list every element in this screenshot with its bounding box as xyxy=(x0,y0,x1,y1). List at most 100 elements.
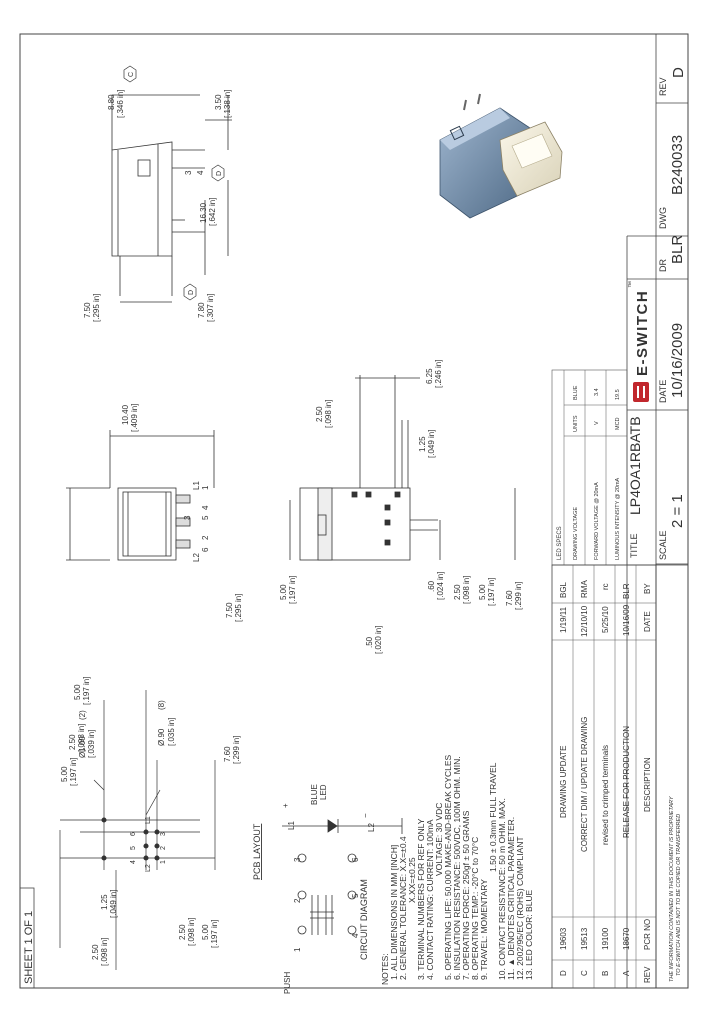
by-cell: BGL xyxy=(559,581,568,598)
pcb-pin-label: 1 xyxy=(160,860,167,864)
top-dim: [.409 in] xyxy=(130,404,139,432)
circuit-pin-label: 5 xyxy=(351,893,360,898)
note-line: X.XX=±0.25 xyxy=(407,857,417,903)
date-header: DATE xyxy=(643,611,652,632)
top-view-labels: 10.40 [.409 in] 7.50 [.295 in] L1 1 4 5 … xyxy=(121,404,243,622)
top-dim: [.295 in] xyxy=(234,594,243,622)
led-specs-header: LED SPECS xyxy=(557,526,563,560)
pcr-cell: 19100 xyxy=(601,927,610,950)
by-cell: BLR xyxy=(622,583,631,599)
side-dim: 16.30 xyxy=(199,202,208,223)
logo-text: E-SWITCH xyxy=(634,290,651,376)
logo-tm: ™ xyxy=(628,281,635,288)
rev-header: REV xyxy=(643,966,652,983)
note-line: 2. GENERAL TOLERANCE: X.X=±0.4 xyxy=(398,836,408,980)
pcb-pin-label: L1 xyxy=(145,816,152,824)
led-spec-label: FORWARD VOLTAGE @ 20mA xyxy=(594,482,600,560)
front-dim: [.299 in] xyxy=(514,582,523,610)
revision-table: REV PCR NO DESCRIPTION DATE BY A 18670 R… xyxy=(551,564,657,989)
side-dim: [.642 in] xyxy=(208,198,217,226)
led-spec-unit: UNITS xyxy=(573,415,579,432)
dr-label: DR xyxy=(658,259,668,272)
description-cell: CORRECT DIM / UPDATE DRAWING xyxy=(580,717,589,852)
proprietary-line: THE INFORMATION CONTAINED IN THIS DOCUME… xyxy=(669,796,675,982)
led-spec-unit: V xyxy=(594,421,600,425)
proprietary-line: TO E-SWITCH AND IS NOT TO BE COPIED OR T… xyxy=(676,814,682,976)
note-line: 9. TRAVEL: MOMENTARY xyxy=(479,879,489,980)
led-spec-label: DRAWING VOLTAGE xyxy=(573,507,579,560)
note-line: 1.50 ± 0.3mm FULL TRAVEL xyxy=(488,762,498,872)
top-dim: 10.40 xyxy=(121,404,130,425)
rev-cell: A xyxy=(622,970,631,976)
rev-cell: B xyxy=(601,971,610,976)
pcb-dim: 7.60 xyxy=(223,746,232,762)
side-pin-label: 4 xyxy=(196,170,205,175)
pcb-dim: 1.25 xyxy=(100,894,109,910)
led-spec-label: LUMINOUS INTENSITY @ 20mA xyxy=(615,477,621,560)
pcb-note: (8) xyxy=(157,700,166,710)
front-dim: 6.25 xyxy=(425,368,434,384)
description-header: DESCRIPTION xyxy=(643,757,652,812)
front-dim: 7.60 xyxy=(505,590,514,606)
front-dim: [.024 in] xyxy=(436,572,445,600)
note-line: VOLTAGE: 30 VDC xyxy=(434,803,444,876)
front-dim: [.246 in] xyxy=(434,360,443,388)
front-dim: [.098 in] xyxy=(462,576,471,604)
top-view xyxy=(66,430,215,561)
rev-cell: D xyxy=(559,970,568,976)
pcb-pin-label: 6 xyxy=(130,832,137,836)
date-label: DATE xyxy=(658,380,668,403)
side-view-labels: 8.80 [.346 in] 3.50 [.138 in] 16.30 [.64… xyxy=(83,90,232,322)
note-line: 11. ▲ DENOTES CRITICAL PARAMETER. xyxy=(506,817,516,980)
side-pin-label: 3 xyxy=(184,170,193,175)
front-dim: [.197 in] xyxy=(288,576,297,604)
pcb-dim: 5.00 xyxy=(60,766,69,782)
pcb-dim: [.299 in] xyxy=(232,736,241,764)
front-dim: .60 xyxy=(427,580,436,592)
pcb-dim: [.098 in] xyxy=(100,938,109,966)
side-view xyxy=(111,94,232,303)
side-dim: 3.50 xyxy=(214,94,223,110)
front-dim: 2.50 xyxy=(453,584,462,600)
rev-label: REV xyxy=(658,77,668,96)
circuit-diagram xyxy=(282,818,403,935)
part-number: LP4OA1RBATB xyxy=(627,416,643,515)
minus-label: − xyxy=(361,813,370,818)
front-dim: [.098 in] xyxy=(324,400,333,428)
led-specs-table: LED SPECS DRAWING VOLTAGE UNITS BLUE FOR… xyxy=(551,369,628,566)
pcb-title: PCB LAYOUT xyxy=(252,823,262,880)
rev-value: D xyxy=(670,67,687,78)
pcb-dim: [.197 in] xyxy=(82,677,91,705)
note-line: 1. ALL DIMENSIONS IN MM [INCH] xyxy=(389,845,399,980)
pcb-dim: 5.00 xyxy=(201,924,210,940)
note-line: 12. 2002/95/EC (ROHS) COMPLIANT xyxy=(515,836,525,980)
side-dim: [.307 in] xyxy=(206,294,215,322)
pcr-cell: 19513 xyxy=(580,927,589,950)
description-cell: revised to crimped terminals xyxy=(601,745,610,845)
side-dim: [.138 in] xyxy=(223,90,232,118)
date-cell: 1/19/11 xyxy=(559,606,568,633)
pcb-dim: [.197 in] xyxy=(210,920,219,948)
front-dim: .50 xyxy=(365,636,374,648)
description-cell: RELEASE FOR PRODUCTION xyxy=(622,726,631,838)
scale-label: SCALE xyxy=(658,530,668,560)
pcb-dim: 2.50 xyxy=(178,924,187,940)
top-pin-label: 2 xyxy=(201,535,210,540)
title-block: REV D DWG B240033 DR BLR DATE 10/16/2009… xyxy=(626,34,689,989)
date-value: 10/16/2009 xyxy=(669,323,686,398)
by-cell: rc xyxy=(601,583,610,590)
callout-c-label: C xyxy=(128,72,135,77)
l2-label: L2 xyxy=(367,823,376,832)
circuit-pin-label: 6 xyxy=(351,857,360,862)
top-pin-label: 5 xyxy=(201,515,210,520)
pcb-dim: [.049 in] xyxy=(109,890,118,918)
dr-value: BLR xyxy=(669,235,686,264)
date-cell: 10/16/09 xyxy=(622,604,631,636)
pcb-pin-label: 2 xyxy=(160,846,167,850)
front-dim: [.020 in] xyxy=(374,626,383,654)
blue-label: BLUE xyxy=(310,784,319,805)
front-view xyxy=(289,375,516,561)
led-spec-unit: MCD xyxy=(615,417,621,430)
circuit-labels: PUSH 1 2 3 4 5 6 CIRCUIT DIAGRAM L1 + BL… xyxy=(281,784,376,994)
